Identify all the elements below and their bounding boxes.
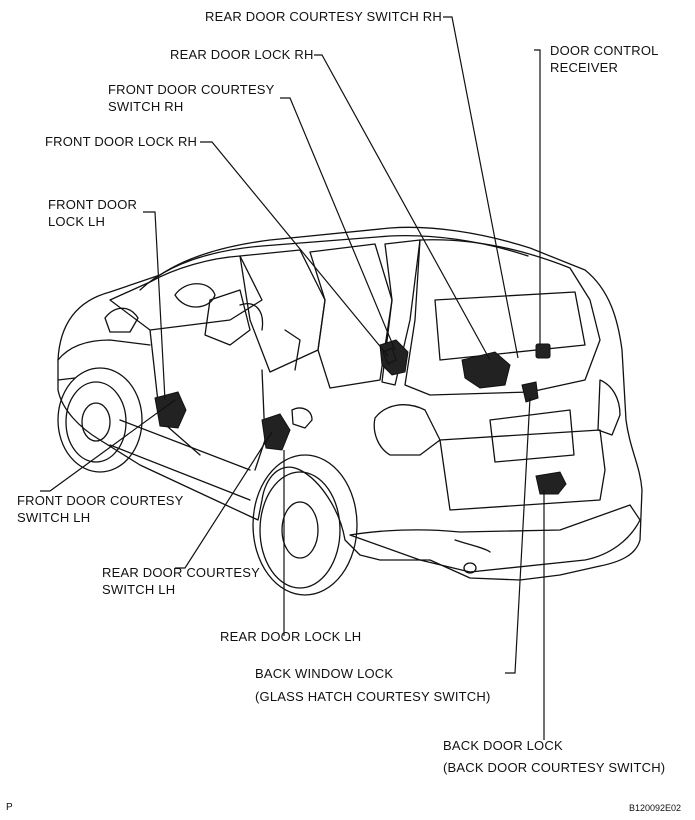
rear-bumper: [349, 504, 641, 573]
door-control-receiver-part: [535, 343, 551, 359]
back-window: [404, 239, 601, 396]
label-door-control-receiver-line1: DOOR CONTROL: [550, 43, 659, 58]
leader-front-door-lock-lh: [143, 211, 166, 401]
rear-door-lock-rh-part: [461, 351, 511, 389]
label-back-door-lock-line2: (BACK DOOR COURTESY SWITCH): [443, 760, 666, 775]
label-rear-door-lock-rh: REAR DOOR LOCK RH: [170, 47, 314, 62]
fuel-door: [291, 407, 313, 429]
exhaust-pipe: [463, 562, 477, 574]
label-back-window-lock-line2: (GLASS HATCH COURTESY SWITCH): [255, 689, 491, 704]
rear-door-lock-lh-part: [261, 413, 291, 451]
leader-rear-door-courtesy-switch-lh: [175, 431, 273, 569]
page-marker: P: [6, 802, 13, 813]
leader-front-door-courtesy-switch-lh: [40, 399, 176, 492]
label-rear-door-courtesy-switch-lh-line2: SWITCH LH: [102, 582, 176, 597]
leader-rear-door-courtesy-switch-rh: [443, 16, 519, 359]
back-door-lock-part: [535, 471, 567, 495]
label-front-door-lock-lh-line2: LOCK LH: [48, 214, 106, 229]
label-back-door-lock-line1: BACK DOOR LOCK: [443, 738, 563, 753]
steering-wheel: [174, 283, 216, 308]
label-front-door-courtesy-switch-lh-line1: FRONT DOOR COURTESY: [17, 493, 184, 508]
figure-code: B120092E02: [629, 803, 682, 813]
label-front-door-courtesy-switch-lh-line2: SWITCH LH: [17, 510, 91, 525]
leader-rear-door-lock-rh: [314, 54, 491, 361]
side-mirror: [104, 307, 139, 333]
vehicle-body-outline: [57, 226, 643, 581]
front-wheel: [65, 381, 127, 463]
label-rear-door-courtesy-switch-rh: REAR DOOR COURTESY SWITCH RH: [205, 9, 442, 24]
label-rear-door-lock-lh: REAR DOOR LOCK LH: [220, 629, 362, 644]
rear-wheel: [259, 471, 341, 589]
front-side-window: [239, 249, 326, 373]
label-door-control-receiver-line2: RECEIVER: [550, 60, 619, 75]
license-recess: [489, 409, 575, 463]
label-rear-door-courtesy-switch-lh-line1: REAR DOOR COURTESY: [102, 565, 260, 580]
front-door-lock-rh-part: [382, 347, 397, 365]
rear-side-window: [309, 243, 393, 389]
label-front-door-lock-lh-line1: FRONT DOOR: [48, 197, 138, 212]
windshield: [109, 255, 263, 331]
leader-door-control-receiver: [534, 49, 541, 345]
front-door-lock-lh-part: [154, 391, 187, 429]
label-front-door-courtesy-switch-rh-line1: FRONT DOOR COURTESY: [108, 82, 275, 97]
back-window-lock-part: [521, 381, 539, 403]
label-back-window-lock-line1: BACK WINDOW LOCK: [255, 666, 394, 681]
front-wheel-arch: [57, 367, 143, 473]
leader-front-door-lock-rh: [200, 141, 389, 357]
label-front-door-courtesy-switch-rh-line2: SWITCH RH: [108, 99, 184, 114]
tail-lamp-right: [597, 379, 621, 436]
rear-wheel-arch: [252, 454, 358, 596]
leader-front-door-courtesy-switch-rh: [280, 97, 396, 351]
leader-back-window-lock: [505, 397, 531, 674]
tail-lamp-left: [373, 404, 441, 456]
label-front-door-lock-rh: FRONT DOOR LOCK RH: [45, 134, 198, 149]
